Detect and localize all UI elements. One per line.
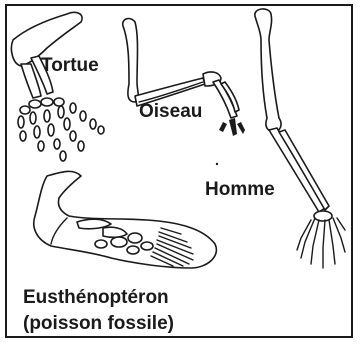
comparative-anatomy-figure: Tortue Oiseau Homme Eusthénoptéron (pois… — [5, 4, 353, 338]
label-homme: Homme — [205, 180, 275, 199]
label-oiseau: Oiseau — [139, 102, 202, 121]
label-fish-name: Eusthénoptéron — [23, 288, 169, 307]
label-fish-note: (poisson fossile) — [23, 314, 174, 333]
fish-fin-drawing — [34, 171, 217, 268]
label-tortue: Tortue — [41, 56, 99, 75]
human-arm-drawing — [255, 9, 345, 268]
turtle-limb-drawing — [11, 12, 104, 161]
stray-dot — [216, 163, 218, 165]
